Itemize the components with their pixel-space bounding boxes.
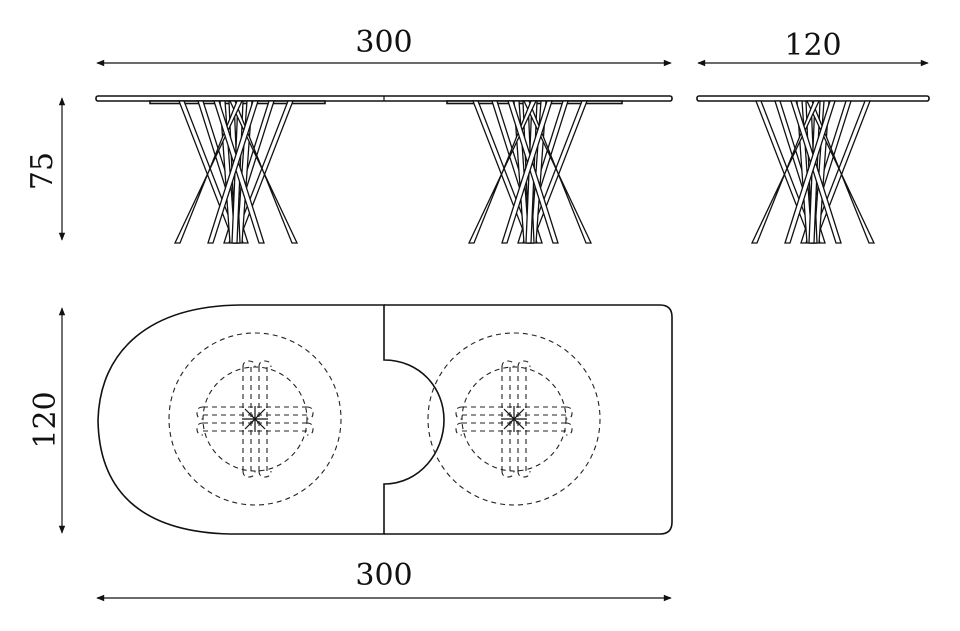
height-dimension: 75 bbox=[25, 97, 66, 241]
plan-pedestal-left bbox=[168, 332, 342, 506]
plan-length-label: 300 bbox=[355, 558, 412, 593]
side-tabletop bbox=[696, 95, 930, 102]
side-elevation: 120 bbox=[696, 28, 930, 244]
side-width-label: 120 bbox=[784, 28, 841, 63]
front-elevation: 300 bbox=[95, 25, 673, 244]
height-label: 75 bbox=[25, 152, 60, 190]
plan-depth-label: 120 bbox=[28, 391, 63, 448]
plan-view: 120 300 bbox=[28, 304, 673, 602]
side-pedestal bbox=[751, 100, 875, 244]
plan-right-top bbox=[384, 304, 673, 535]
front-pedestal-right bbox=[468, 100, 592, 244]
front-pedestal-left bbox=[174, 100, 298, 244]
plan-pedestal-right bbox=[427, 332, 601, 506]
front-length-label: 300 bbox=[355, 25, 412, 60]
plan-left-top bbox=[97, 304, 445, 535]
